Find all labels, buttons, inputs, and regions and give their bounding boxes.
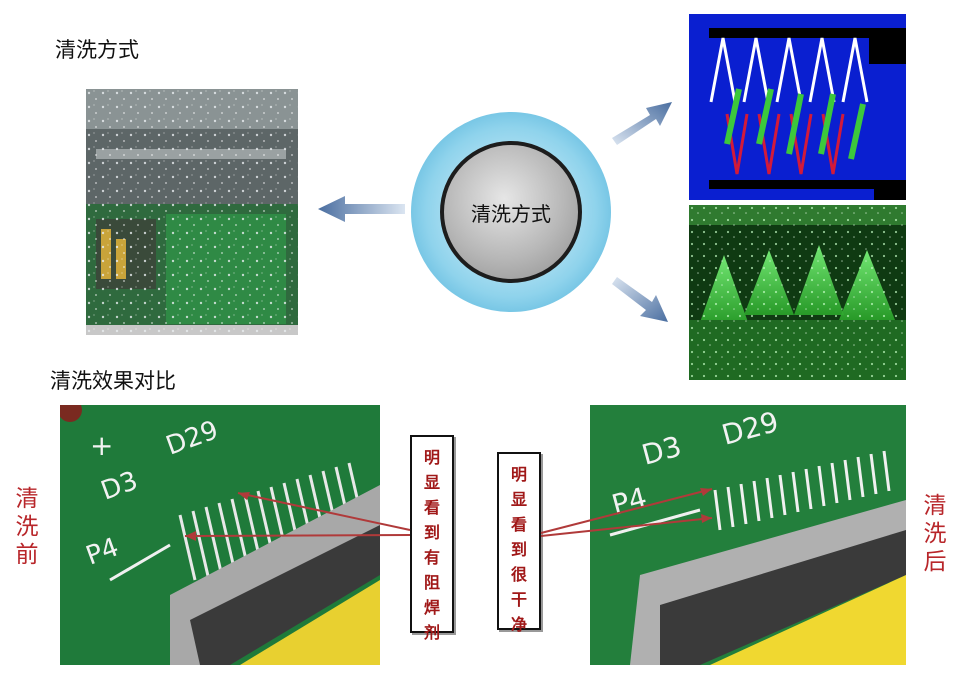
arrow-down-right bbox=[612, 277, 668, 322]
callout-after-text: 明显看到很干净 bbox=[510, 465, 527, 634]
pcb-before-photo: + D3 D29 P4 bbox=[60, 405, 380, 665]
heading-cleaning-methods: 清洗方式 bbox=[55, 38, 139, 62]
after-label-text: 清洗后 bbox=[923, 493, 947, 575]
pcb-after-photo: D3 D29 P4 bbox=[590, 405, 906, 665]
center-disc: 清洗方式 bbox=[411, 112, 611, 312]
spray-nozzle-diagram bbox=[689, 14, 906, 200]
callout-before-text: 明显看到有阻焊剂 bbox=[423, 448, 440, 642]
spray-cleaning-photo bbox=[689, 205, 906, 380]
center-label: 清洗方式 bbox=[471, 201, 551, 226]
callout-before: 明显看到有阻焊剂 bbox=[410, 435, 454, 642]
before-label: 清洗前 bbox=[14, 485, 40, 569]
after-label: 清洗后 bbox=[922, 492, 948, 576]
callout-after: 明显看到很干净 bbox=[497, 452, 541, 634]
immersion-cleaning-photo bbox=[86, 89, 298, 335]
before-label-text: 清洗前 bbox=[15, 486, 39, 568]
arrow-left bbox=[318, 196, 405, 222]
center-inner-disc: 清洗方式 bbox=[440, 141, 582, 283]
heading-comparison: 清洗效果对比 bbox=[50, 369, 176, 393]
silkscreen-plus: + bbox=[90, 429, 113, 462]
arrow-up-right bbox=[612, 102, 672, 145]
